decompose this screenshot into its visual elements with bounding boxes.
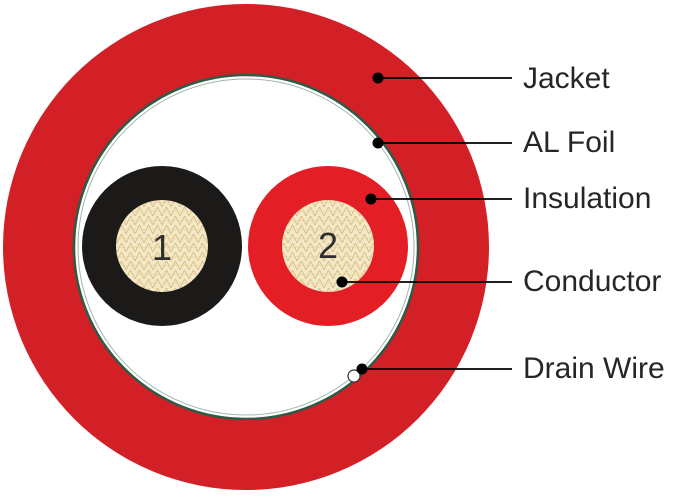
drain-wire bbox=[347, 369, 361, 383]
label-foil: AL Foil bbox=[523, 126, 615, 159]
label-conductor: Conductor bbox=[523, 265, 661, 298]
leader-foil bbox=[372, 137, 512, 149]
core2-number: 2 bbox=[318, 225, 338, 266]
foil-inner-line bbox=[77, 78, 415, 416]
label-drain-wire: Drain Wire bbox=[523, 352, 665, 385]
leader-conductor bbox=[336, 276, 512, 288]
core1-number: 1 bbox=[152, 227, 172, 268]
leader-drain-wire bbox=[356, 363, 512, 375]
core2-conductor bbox=[282, 200, 374, 292]
leader-insulation bbox=[365, 193, 512, 205]
foil-ring bbox=[72, 73, 420, 421]
core1-conductor bbox=[116, 200, 208, 292]
leader-jacket bbox=[372, 72, 512, 84]
label-insulation: Insulation bbox=[523, 182, 651, 215]
label-jacket: Jacket bbox=[523, 62, 610, 95]
